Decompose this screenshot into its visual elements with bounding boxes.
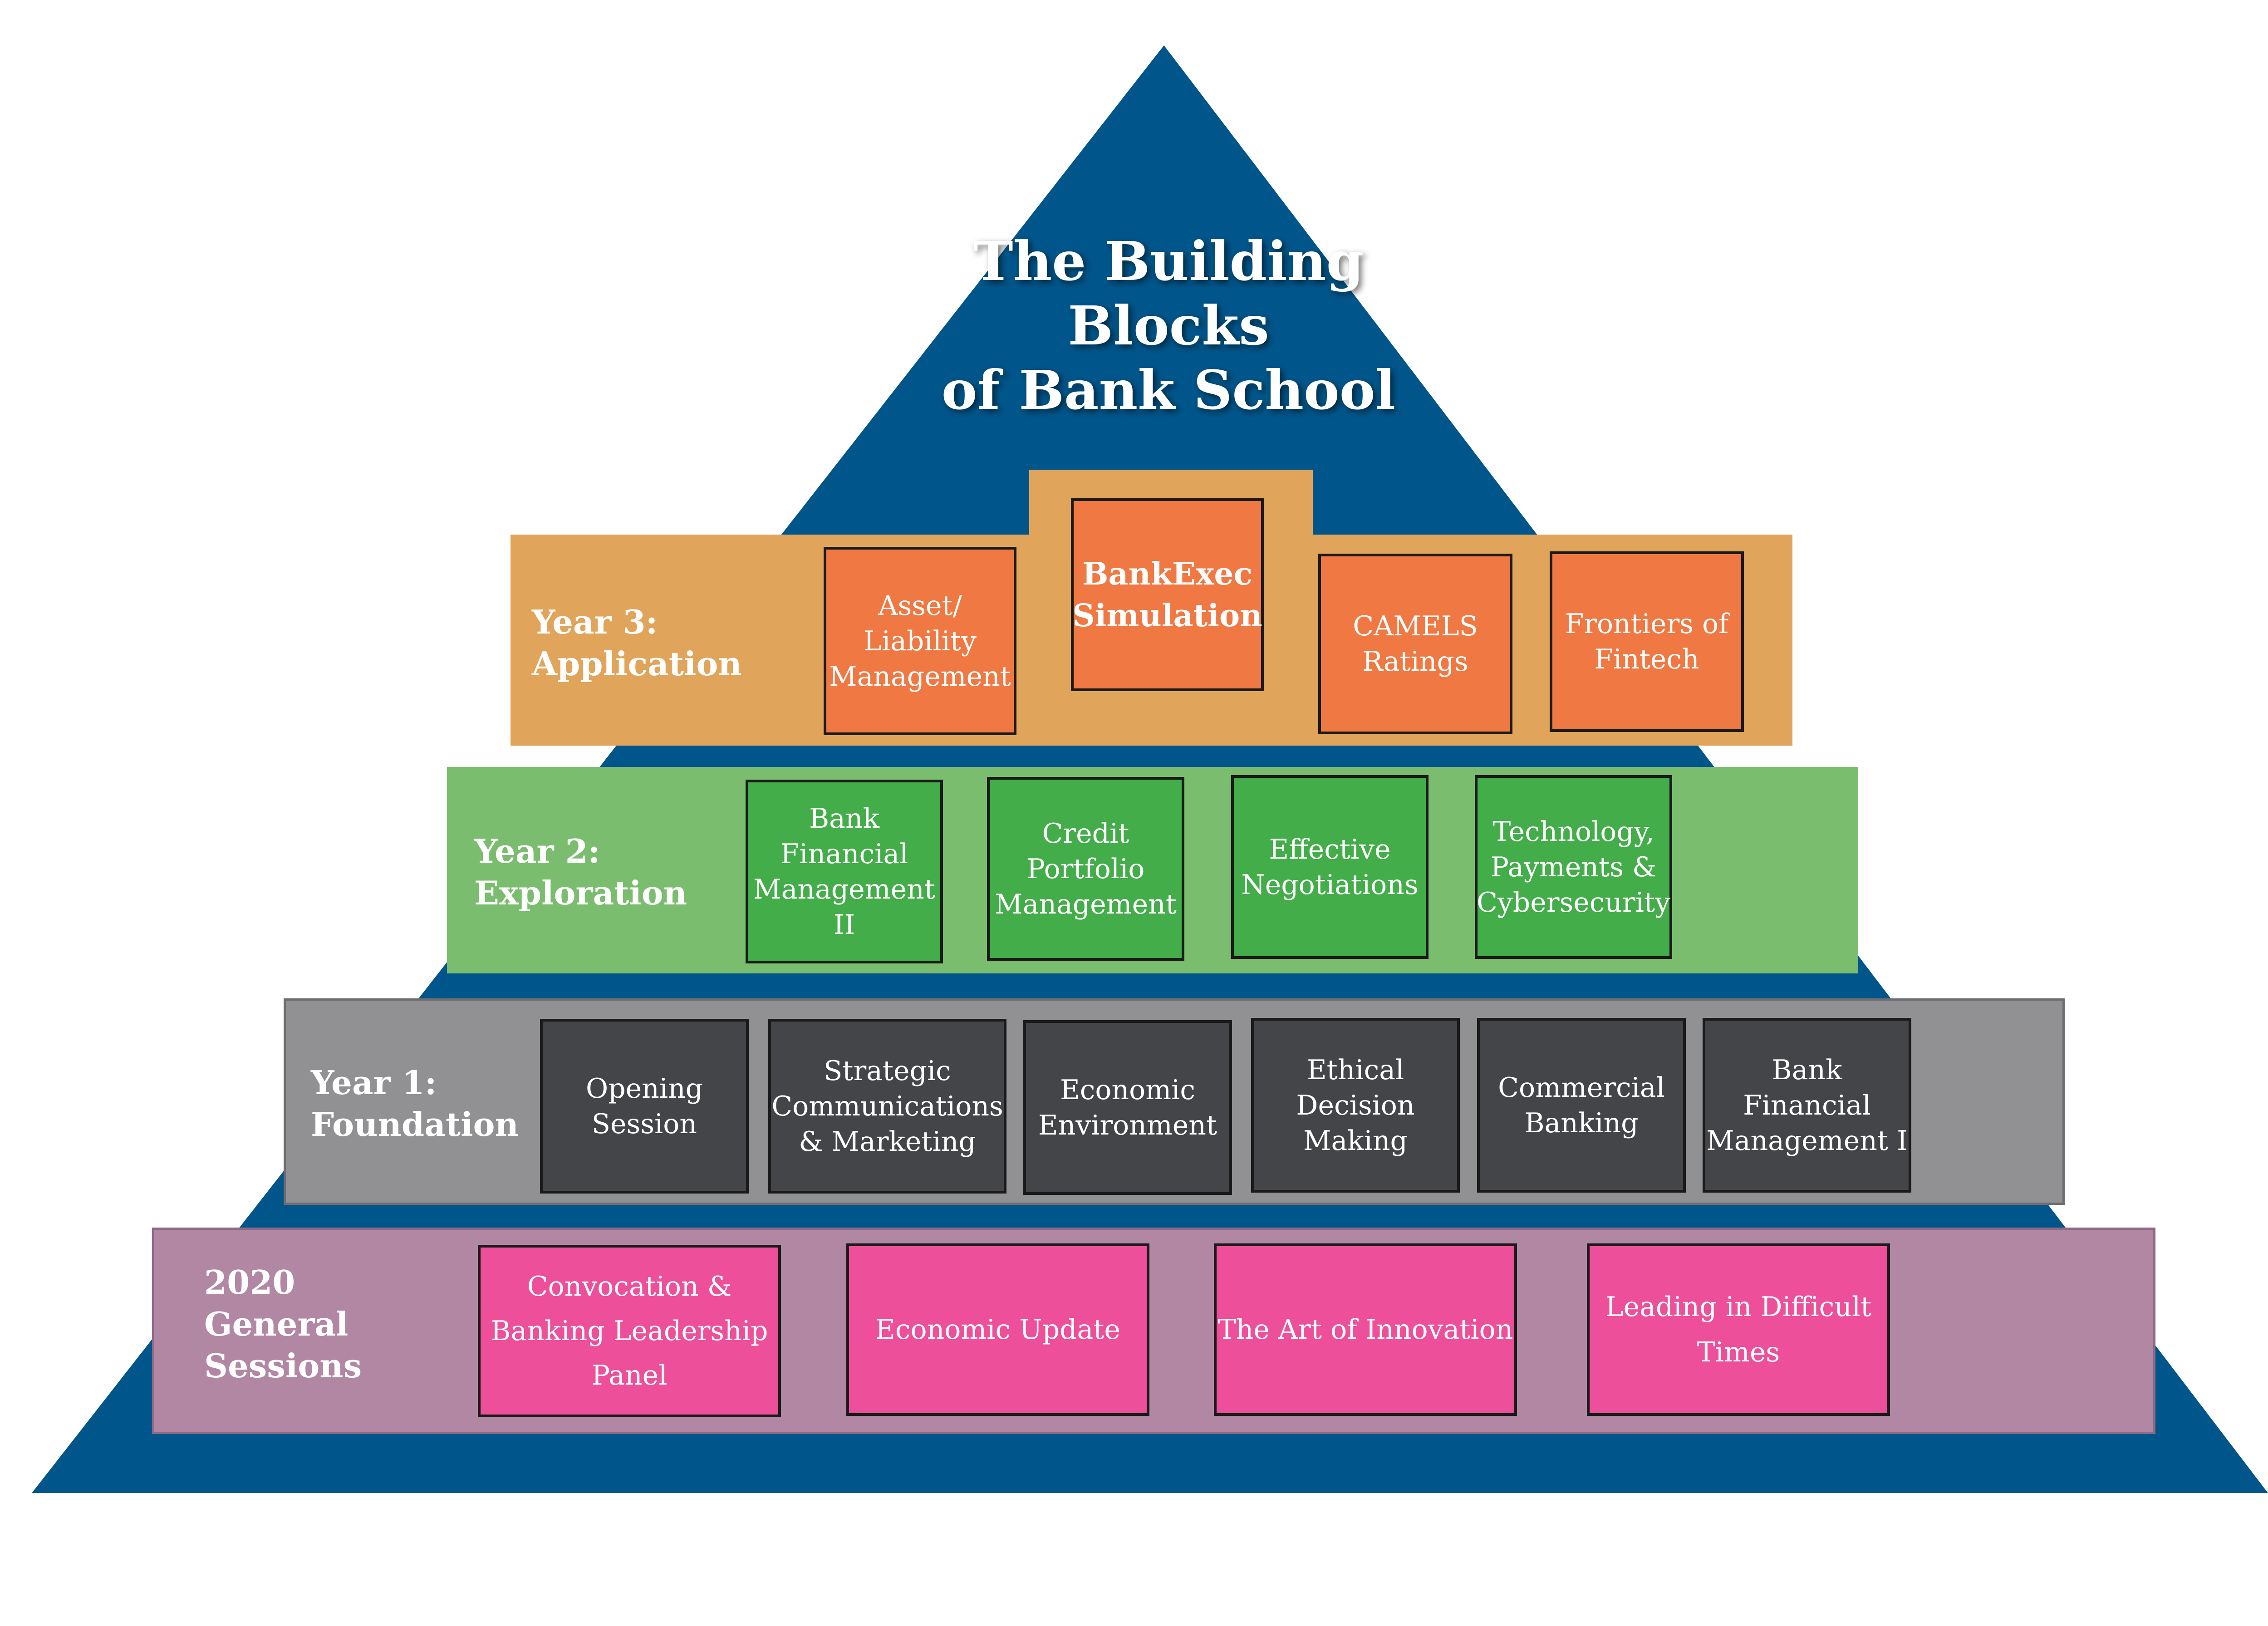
general-sessions-box-label: Economic Update [875,1314,1120,1346]
year1-box-bank-financial-management-i: Bank Financial Management I [1703,1018,1911,1193]
year2-box-label: Effective Negotiations [1241,833,1419,901]
year3-box-bankexec-simulation: BankExec Simulation [1071,498,1264,691]
general-sessions-box-label: Leading in Difficult Times [1605,1291,1872,1368]
year2-box-effective-negotiations: Effective Negotiations [1231,775,1429,959]
year2-box-label: Credit Portfolio Management [995,817,1177,920]
year2-box-credit-portfolio-management: Credit Portfolio Management [987,777,1184,961]
year3-box-frontiers-of-fintech: Frontiers of Fintech [1550,551,1744,732]
year1-box-label: Commercial Banking [1498,1071,1665,1139]
year1-box-label: Strategic Communications & Marketing [771,1055,1003,1158]
year3-label-line-1: Year 3: [532,603,658,641]
year1-label-line-2: Foundation [311,1105,519,1144]
year2-box-technology-payments-cybersecurity: Technology, Payments & Cybersecurity [1475,775,1672,959]
year3-label-line-2: Application [532,644,742,683]
year2-box-label: Bank Financial Management II [753,802,935,941]
year1-box-opening-session: Opening Session [540,1019,749,1194]
general-sessions-label: 2020 General Sessions [204,1262,362,1387]
year1-box-label: Bank Financial Management I [1706,1054,1908,1157]
general-sessions-label-line-1: 2020 [204,1263,295,1302]
general-sessions-box-art-of-innovation: The Art of Innovation [1214,1243,1517,1416]
year1-box-label: Opening Session [586,1072,703,1140]
year2-label-line-2: Exploration [474,874,687,912]
title-line-1: The Building [973,230,1364,293]
year3-box-label: Asset/ Liability Management [829,589,1011,693]
general-sessions-box-label: Convocation & Banking Leadership Panel [491,1271,768,1391]
year1-box-strategic-communications: Strategic Communications & Marketing [768,1019,1006,1194]
year1-box-label: Ethical Decision Making [1296,1054,1415,1157]
year3-box-label: Frontiers of Fintech [1565,608,1729,675]
general-sessions-box-label: The Art of Innovation [1217,1314,1513,1346]
year2-box-bank-financial-management-ii: Bank Financial Management II [746,780,943,963]
year3-label: Year 3: Application [532,601,742,685]
year2-label: Year 2: Exploration [474,830,687,914]
title-line-2: Blocks [1068,294,1269,357]
year1-box-economic-environment: Economic Environment [1023,1020,1232,1195]
general-sessions-box-economic-update: Economic Update [846,1243,1149,1416]
general-sessions-label-line-3: Sessions [204,1346,362,1385]
diagram-title: The Building Blocks of Bank School [885,229,1452,422]
year3-box-label: BankExec Simulation [1072,555,1262,634]
year1-box-commercial-banking: Commercial Banking [1477,1018,1686,1193]
year1-label: Year 1: Foundation [311,1062,519,1145]
year1-box-label: Economic Environment [1038,1074,1217,1141]
year3-box-camels-ratings: CAMELS Ratings [1318,554,1512,734]
year1-box-ethical-decision-making: Ethical Decision Making [1251,1018,1460,1193]
general-sessions-label-line-2: General [204,1305,349,1343]
year1-label-line-1: Year 1: [311,1063,437,1102]
title-line-3: of Bank School [941,359,1396,422]
year3-box-asset-liability-management: Asset/ Liability Management [824,547,1016,735]
general-sessions-box-leading-in-difficult-times: Leading in Difficult Times [1587,1243,1890,1416]
year2-box-label: Technology, Payments & Cybersecurity [1477,815,1670,919]
general-sessions-box-convocation: Convocation & Banking Leadership Panel [478,1245,781,1417]
year3-box-label: CAMELS Ratings [1353,610,1478,678]
year2-label-line-1: Year 2: [474,832,600,870]
